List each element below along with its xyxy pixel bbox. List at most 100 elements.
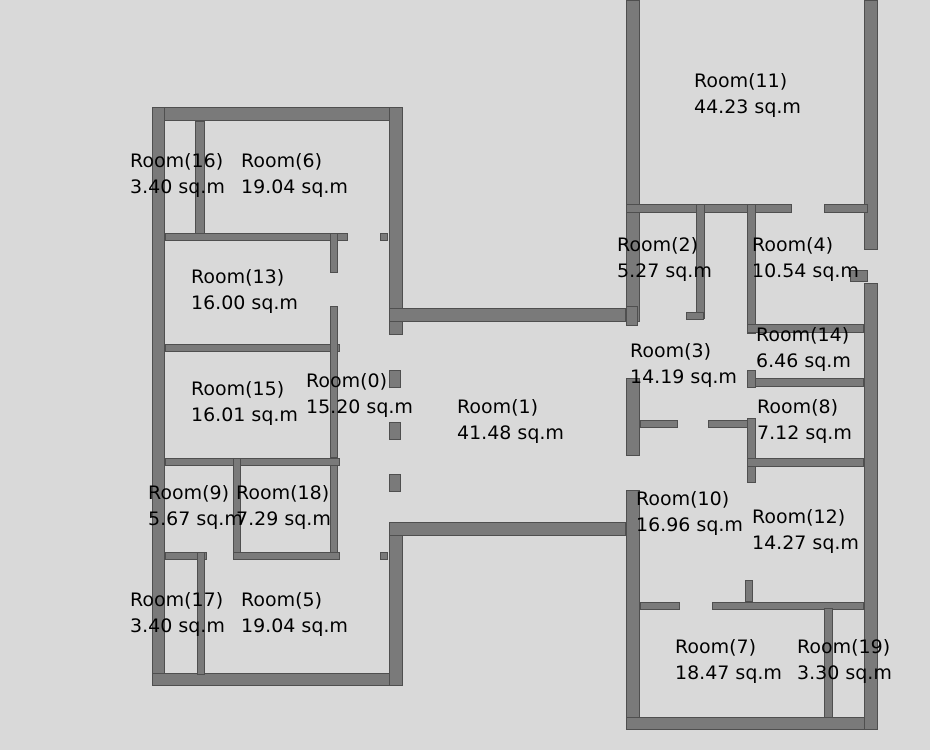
room-area: 41.48 sq.m <box>457 422 564 444</box>
room-area: 15.20 sq.m <box>306 396 413 418</box>
wall-segment <box>626 306 638 326</box>
wall-segment <box>626 378 640 456</box>
wall-segment <box>330 458 338 558</box>
room-name: Room(7) <box>675 636 757 658</box>
wall-segment <box>864 0 878 250</box>
wall-segment <box>389 522 626 536</box>
room-area: 5.27 sq.m <box>617 260 712 282</box>
wall-segment <box>389 522 403 686</box>
wall-segment <box>165 233 348 241</box>
room-label: Room(12) 14.27 sq.m <box>752 504 859 556</box>
room-label: Room(1) 41.48 sq.m <box>457 394 564 446</box>
room-area: 10.54 sq.m <box>752 260 859 282</box>
wall-segment <box>747 378 864 387</box>
room-label: Room(19) 3.30 sq.m <box>797 634 892 686</box>
wall-segment <box>747 370 756 388</box>
wall-segment <box>389 107 403 335</box>
wall-segment <box>330 306 338 458</box>
wall-segment <box>626 717 877 730</box>
room-area: 19.04 sq.m <box>241 615 348 637</box>
room-label: Room(4) 10.54 sq.m <box>752 232 859 284</box>
room-name: Room(9) <box>148 482 230 504</box>
room-name: Room(12) <box>752 506 846 528</box>
wall-segment <box>233 552 340 560</box>
room-label: Room(2) 5.27 sq.m <box>617 232 712 284</box>
room-label: Room(18) 7.29 sq.m <box>236 480 331 532</box>
room-name: Room(10) <box>636 488 730 510</box>
wall-segment <box>380 233 388 241</box>
wall-segment <box>626 204 792 213</box>
room-area: 3.40 sq.m <box>130 176 225 198</box>
wall-segment <box>165 552 207 560</box>
room-name: Room(17) <box>130 589 224 611</box>
room-name: Room(11) <box>694 70 788 92</box>
room-label: Room(17) 3.40 sq.m <box>130 587 225 639</box>
wall-segment <box>864 283 878 730</box>
room-name: Room(4) <box>752 234 834 256</box>
room-name: Room(5) <box>241 589 323 611</box>
wall-segment <box>640 602 680 610</box>
wall-segment <box>747 458 864 467</box>
room-area: 14.19 sq.m <box>630 366 737 388</box>
room-area: 19.04 sq.m <box>241 176 348 198</box>
wall-segment <box>165 344 340 352</box>
room-area: 5.67 sq.m <box>148 508 243 530</box>
wall-segment <box>640 420 678 428</box>
room-name: Room(18) <box>236 482 330 504</box>
room-label: Room(5) 19.04 sq.m <box>241 587 348 639</box>
wall-segment <box>686 312 704 320</box>
room-area: 16.96 sq.m <box>636 514 743 536</box>
wall-segment <box>197 552 205 675</box>
wall-segment <box>389 422 401 440</box>
room-label: Room(13) 16.00 sq.m <box>191 264 298 316</box>
room-name: Room(3) <box>630 340 712 362</box>
wall-segment <box>747 418 756 483</box>
wall-segment <box>165 458 340 466</box>
room-label: Room(10) 16.96 sq.m <box>636 486 743 538</box>
room-label: Room(11) 44.23 sq.m <box>694 68 801 120</box>
room-label: Room(3) 14.19 sq.m <box>630 338 737 390</box>
room-area: 16.01 sq.m <box>191 404 298 426</box>
wall-segment <box>152 673 403 686</box>
room-name: Room(16) <box>130 150 224 172</box>
room-label: Room(6) 19.04 sq.m <box>241 148 348 200</box>
room-label: Room(15)16.01 sq.m <box>191 376 298 428</box>
room-label: Room(7) 18.47 sq.m <box>675 634 782 686</box>
wall-segment <box>824 204 868 213</box>
room-name: Room(0) <box>306 370 388 392</box>
wall-segment <box>708 420 748 428</box>
room-area: 7.29 sq.m <box>236 508 331 530</box>
room-label: Room(14) 6.46 sq.m <box>756 322 851 374</box>
wall-segment <box>330 233 338 273</box>
room-area: 16.00 sq.m <box>191 292 298 314</box>
room-name: Room(13) <box>191 266 285 288</box>
wall-segment <box>824 608 833 718</box>
room-name: Room(19) <box>797 636 891 658</box>
room-label: Room(9) 5.67 sq.m <box>148 480 243 532</box>
room-area: 14.27 sq.m <box>752 532 859 554</box>
room-area: 44.23 sq.m <box>694 96 801 118</box>
room-area: 18.47 sq.m <box>675 662 782 684</box>
room-name: Room(14) <box>756 324 850 346</box>
room-area: 3.30 sq.m <box>797 662 892 684</box>
wall-segment <box>389 370 401 388</box>
room-label: Room(16) 3.40 sq.m <box>130 148 225 200</box>
wall-segment <box>850 270 868 282</box>
wall-segment <box>747 204 756 334</box>
wall-segment <box>745 580 753 602</box>
room-label: Room(8)7.12 sq.m <box>757 394 852 446</box>
wall-segment <box>152 107 403 121</box>
room-area: 3.40 sq.m <box>130 615 225 637</box>
room-name: Room(1) <box>457 396 539 418</box>
wall-segment <box>389 308 626 322</box>
room-area: 7.12 sq.m <box>757 422 852 444</box>
room-label: Room(0) 15.20 sq.m <box>306 368 413 420</box>
wall-segment <box>747 324 864 333</box>
wall-segment <box>712 602 864 610</box>
wall-segment <box>380 552 388 560</box>
room-name: Room(2) <box>617 234 699 256</box>
room-area: 6.46 sq.m <box>756 350 851 372</box>
room-name: Room(6) <box>241 150 323 172</box>
wall-segment <box>389 474 401 492</box>
